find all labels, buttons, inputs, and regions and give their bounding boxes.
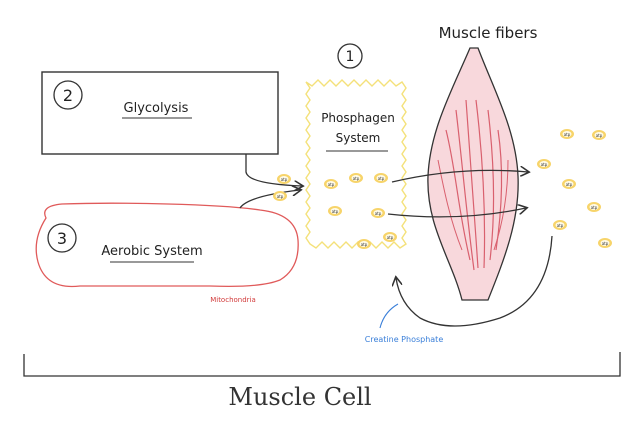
mitochondria-label: Mitochondria bbox=[210, 296, 256, 304]
atp-token bbox=[273, 191, 287, 201]
glycolysis-box bbox=[41, 71, 279, 155]
phosphagen-number-circle bbox=[337, 43, 363, 69]
atp-token bbox=[349, 173, 363, 183]
muscle-fiber-bundle bbox=[427, 47, 519, 301]
muscle-cell-label: Muscle Cell bbox=[228, 383, 371, 411]
atp-token bbox=[537, 159, 551, 169]
aerobic-number: 3 bbox=[57, 229, 67, 248]
atp-token bbox=[324, 179, 338, 189]
atp-token bbox=[553, 220, 567, 230]
aerobic-arrow bbox=[239, 190, 300, 209]
phosphagen-label-line2: System bbox=[336, 131, 381, 145]
muscle-fibers-title: Muscle fibers bbox=[439, 24, 538, 42]
creatine-pointer bbox=[379, 303, 399, 329]
muscle-cell-bracket bbox=[23, 352, 621, 377]
aerobic-label: Aerobic System bbox=[101, 244, 202, 259]
atp-flow-arrow-upper bbox=[391, 170, 528, 183]
glycolysis-label: Glycolysis bbox=[124, 101, 189, 116]
aerobic-system-outline bbox=[35, 202, 299, 288]
creatine-phosphate-label: Creatine Phosphate bbox=[365, 335, 444, 344]
glycolysis-number-circle bbox=[53, 80, 83, 110]
atp-token bbox=[371, 208, 385, 218]
atp-token bbox=[560, 129, 574, 139]
phosphagen-system-outline bbox=[305, 79, 407, 249]
creatine-return-arrow bbox=[396, 235, 553, 327]
atp-token bbox=[277, 174, 291, 184]
atp-flow-arrow-lower bbox=[387, 208, 526, 218]
phosphagen-number: 1 bbox=[346, 49, 355, 65]
atp-token bbox=[328, 206, 342, 216]
atp-token bbox=[562, 179, 576, 189]
glycolysis-arrow bbox=[245, 154, 302, 186]
atp-token bbox=[587, 202, 601, 212]
phosphagen-label-line1: Phosphagen bbox=[321, 111, 395, 125]
atp-token bbox=[598, 238, 612, 248]
atp-token bbox=[592, 130, 606, 140]
aerobic-number-circle bbox=[47, 223, 77, 253]
atp-token bbox=[374, 173, 388, 183]
atp-token bbox=[357, 239, 371, 249]
glycolysis-number: 2 bbox=[63, 86, 73, 105]
atp-token bbox=[383, 232, 397, 242]
